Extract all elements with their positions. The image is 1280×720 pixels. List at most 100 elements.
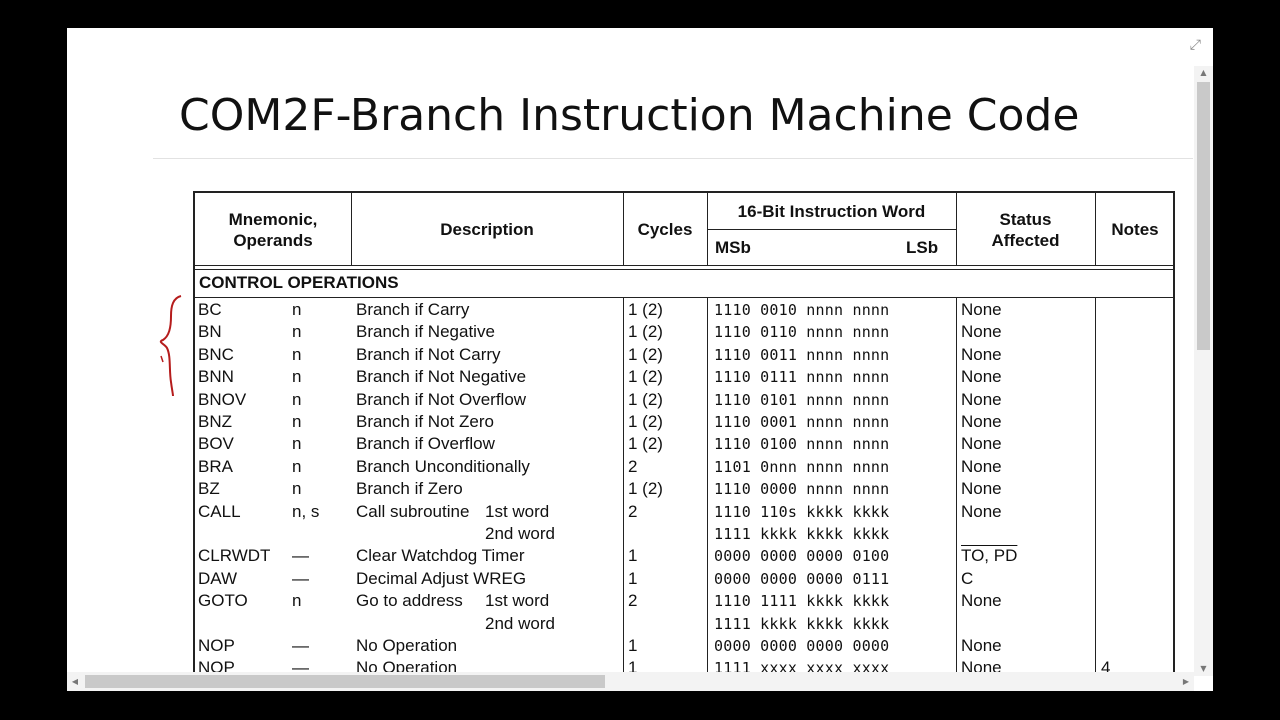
notes-cell: 4 [1101, 658, 1111, 678]
instruction-bits-cell: 1110 0011 nnnn nnnn [714, 345, 890, 364]
instruction-bits-cell: 0000 0000 0000 0111 [714, 569, 890, 588]
instruction-bits-cell: 1110 0010 nnnn nnnn [714, 301, 890, 319]
scroll-up-icon[interactable]: ▲ [1200, 68, 1207, 77]
cycles-cell: 1 (2) [628, 412, 663, 431]
status-cell: None [961, 412, 1002, 431]
cycles-cell: 1 [628, 568, 638, 588]
mnemonic-cell: BNZ [198, 412, 232, 431]
operands-cell: n [292, 456, 302, 476]
table-row: 2nd word 1111 kkkk kkkk kkkk [195, 523, 1173, 545]
section-heading: CONTROL OPERATIONS [199, 273, 399, 292]
description-cell: Branch if Carry [356, 300, 470, 319]
operands-cell: n [292, 300, 302, 319]
word-part-cell: 1st word [485, 501, 550, 521]
header-instruction-word: 16-Bit Instruction Word [737, 202, 926, 221]
header-mnemonic-line1: Mnemonic, [228, 210, 318, 229]
handwritten-brace-annotation [159, 295, 182, 397]
operands-cell: — [292, 546, 309, 566]
table-row: CLRWDT — Clear Watchdog Timer 1 0000 0000 00… [195, 545, 1173, 567]
description-cell: Clear Watchdog Timer [356, 546, 525, 566]
cycles-cell: 1 (2) [628, 367, 663, 387]
operands-cell: — [292, 568, 309, 588]
description-cell: Call subroutine [356, 501, 470, 521]
description-cell: Branch if Zero [356, 479, 463, 499]
operands-cell: n [292, 434, 302, 454]
mnemonic-cell: NOP [198, 636, 235, 655]
instruction-bits-cell: 1110 1111 kkkk kkkk [714, 592, 890, 611]
word-part-cell: 1st word [485, 591, 550, 611]
header-cycles: Cycles [637, 220, 693, 239]
mnemonic-cell: BOV [198, 434, 234, 454]
title-divider [153, 158, 1193, 159]
cycles-cell: 1 [628, 546, 638, 566]
cycles-cell: 1 (2) [628, 344, 663, 364]
status-cell: None [961, 300, 1002, 319]
instruction-bits-cell: 1110 0000 nnnn nnnn [714, 480, 890, 499]
operands-cell: n [292, 322, 302, 342]
status-cell: C [961, 568, 974, 588]
header-mnemonic-line2: Operands [233, 231, 313, 250]
description-cell: Branch if Not Zero [356, 412, 494, 431]
status-cell: None [961, 479, 1002, 499]
table-row: BNC n Branch if Not Carry 1 (2) 1110 0011 nn… [195, 344, 1173, 366]
mnemonic-cell: BNC [198, 344, 234, 364]
header-description: Description [440, 220, 534, 239]
description-cell: No Operation [356, 636, 458, 655]
cycles-cell: 2 [628, 501, 638, 521]
status-cell: None [961, 322, 1002, 342]
header-msb: MSb [715, 238, 751, 257]
status-cell: None [961, 367, 1002, 387]
cycles-cell: 1 [628, 658, 638, 678]
status-cell: None [961, 501, 1002, 521]
instruction-bits-cell: 1110 0110 nnnn nnnn [714, 323, 890, 342]
word-part-cell: 2nd word [485, 524, 555, 543]
status-cell: None [961, 456, 1002, 476]
description-cell: Branch if Not Overflow [356, 389, 527, 409]
description-cell: Branch Unconditionally [356, 456, 530, 476]
operands-cell: n, s [292, 501, 320, 521]
instruction-bits-cell: 1111 kkkk kkkk kkkk [714, 525, 890, 543]
cycles-cell: 2 [628, 591, 638, 611]
mnemonic-cell: BZ [198, 479, 220, 499]
scroll-down-icon[interactable]: ▼ [1200, 664, 1207, 673]
cycles-cell: 1 [628, 636, 638, 655]
instruction-table: Mnemonic, Operands Description Cycles 16… [193, 191, 1175, 691]
vertical-scroll-thumb[interactable] [1197, 82, 1210, 350]
vertical-scrollbar[interactable]: ▲ ▼ [1194, 66, 1213, 676]
instruction-bits-cell: 1110 110s kkkk kkkk [714, 502, 890, 521]
operands-cell: n [292, 344, 302, 364]
mnemonic-cell: CALL [198, 501, 241, 521]
description-cell: Branch if Not Carry [356, 344, 501, 364]
instruction-bits-cell: 1101 0nnn nnnn nnnn [714, 457, 890, 476]
description-cell: Go to address [356, 591, 463, 611]
instruction-bits-cell: 0000 0000 0000 0100 [714, 547, 890, 566]
description-cell: Branch if Not Negative [356, 367, 527, 387]
operands-cell: n [292, 389, 302, 409]
instruction-bits-cell: 1110 0100 nnnn nnnn [714, 435, 890, 454]
table-row: BC n Branch if Carry 1 (2) 1110 0010 nnnn nn… [195, 299, 1173, 321]
mnemonic-cell: BC [198, 300, 222, 319]
status-cell: TO, PD [961, 546, 1018, 566]
cycles-cell: 1 (2) [628, 300, 663, 319]
word-part-cell: 2nd word [485, 613, 555, 633]
table-row: CALL n, s Call subroutine 1st word 2 1110 110… [195, 501, 1173, 523]
scroll-right-icon[interactable]: ▶ [1182, 677, 1190, 686]
scroll-left-icon[interactable]: ◀ [71, 677, 79, 686]
horizontal-scrollbar[interactable]: ◀ ▶ [67, 672, 1194, 691]
instruction-bits-cell: 1110 0111 nnnn nnnn [714, 368, 890, 387]
header-mnemonic: Mnemonic, Operands [195, 209, 351, 251]
operands-cell: — [292, 636, 309, 655]
expand-icon[interactable]: ⤢ [1189, 37, 1201, 53]
horizontal-scroll-thumb[interactable] [85, 675, 605, 688]
header-status-line1: Status [999, 210, 1052, 229]
operands-cell: n [292, 367, 302, 387]
cycles-cell: 1 (2) [628, 434, 663, 454]
status-cell: None [961, 591, 1002, 611]
header-status-line2: Affected [991, 231, 1060, 250]
mnemonic-cell: CLRWDT [198, 546, 271, 566]
